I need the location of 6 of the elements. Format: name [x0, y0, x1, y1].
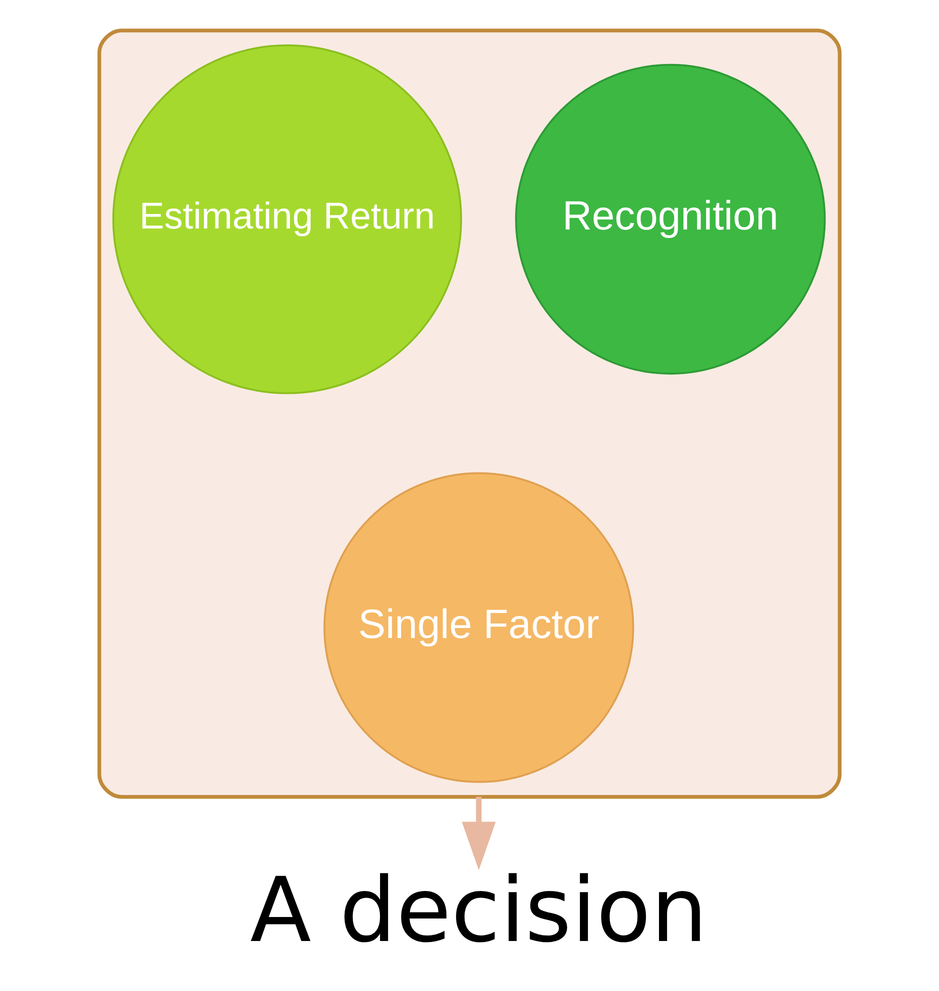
- arrow: [462, 796, 496, 870]
- node-circle: Recognition: [515, 64, 826, 375]
- cluster: [97, 28, 842, 799]
- node-circle: Single Factor: [323, 472, 634, 783]
- node-text: A decision: [250, 858, 708, 963]
- node-circle: Estimating Return: [112, 44, 462, 394]
